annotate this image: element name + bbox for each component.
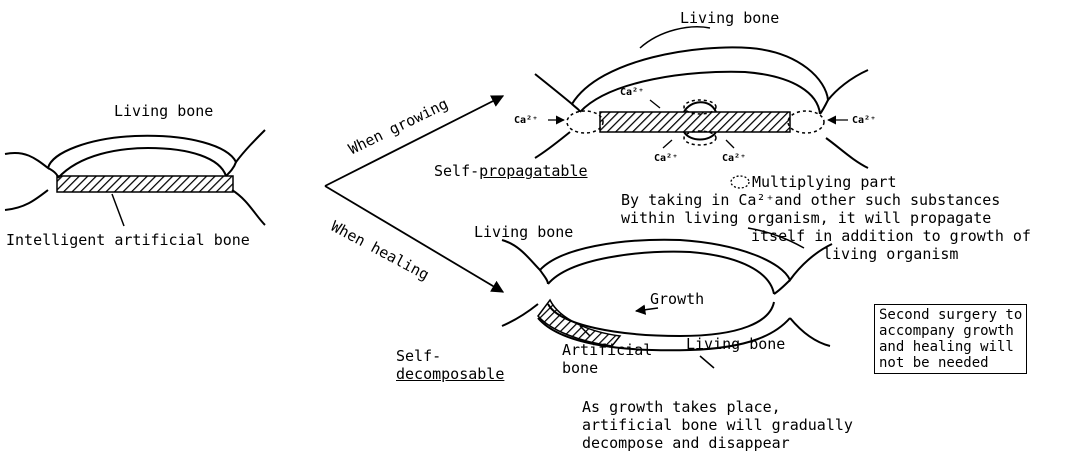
top-artificial-bone: [600, 112, 790, 132]
artificial-bone-label-line-1: Artificial: [562, 342, 652, 359]
bottom-living-bone-leader-lower: [700, 356, 714, 368]
bottom-description-line-1: As growth takes place,: [582, 399, 781, 416]
ion-label-bottom-right: Ca²⁺: [722, 150, 746, 167]
left-artificial-bone-label: Intelligent artificial bone: [6, 232, 250, 249]
artificial-bone-label-line-2: bone: [562, 360, 598, 377]
ion-label-left: Ca²⁺: [514, 112, 538, 129]
bottom-living-bone-label-upper: Living bone: [474, 224, 573, 241]
top-living-bone-leader: [640, 27, 710, 48]
top-bone-illustration: [535, 47, 868, 168]
ion-label-bottom-left: Ca²⁺: [654, 150, 678, 167]
bottom-living-bone-label-lower: Living bone: [686, 336, 785, 353]
growth-arrow: [636, 308, 658, 311]
self-propagatable-label: Self-propagatable: [434, 163, 588, 180]
bottom-description-line-3: decompose and disappear: [582, 435, 790, 452]
self-decomposable-label-line-2: decomposable: [396, 366, 504, 383]
top-description-line-4: living organism: [823, 246, 958, 263]
left-artificial-bone-leader: [112, 194, 124, 226]
top-living-bone-label: Living bone: [680, 10, 779, 27]
growth-label: Growth: [650, 291, 704, 308]
self-decomposable-label-line-1: Self-: [396, 348, 441, 365]
second-surgery-note: Second surgery to accompany growth and h…: [874, 304, 1027, 374]
multiplying-part-label: Multiplying part: [752, 174, 897, 191]
top-description-line-2: within living organism, it will propagat…: [621, 210, 991, 227]
ion-label-right: Ca²⁺: [852, 112, 876, 129]
ion-label-top: Ca²⁺: [620, 84, 644, 101]
bottom-description-line-2: artificial bone will gradually: [582, 417, 853, 434]
self-propagatable-underlined: propagatable: [479, 162, 587, 180]
multiplying-part-legend-symbol: [731, 176, 749, 188]
left-living-bone-label: Living bone: [114, 103, 213, 120]
top-description-line-3: itself in addition to growth of: [751, 228, 1031, 245]
left-artificial-bone: [57, 176, 233, 192]
top-description-line-1: By taking in Ca²⁺and other such substanc…: [621, 192, 1000, 209]
